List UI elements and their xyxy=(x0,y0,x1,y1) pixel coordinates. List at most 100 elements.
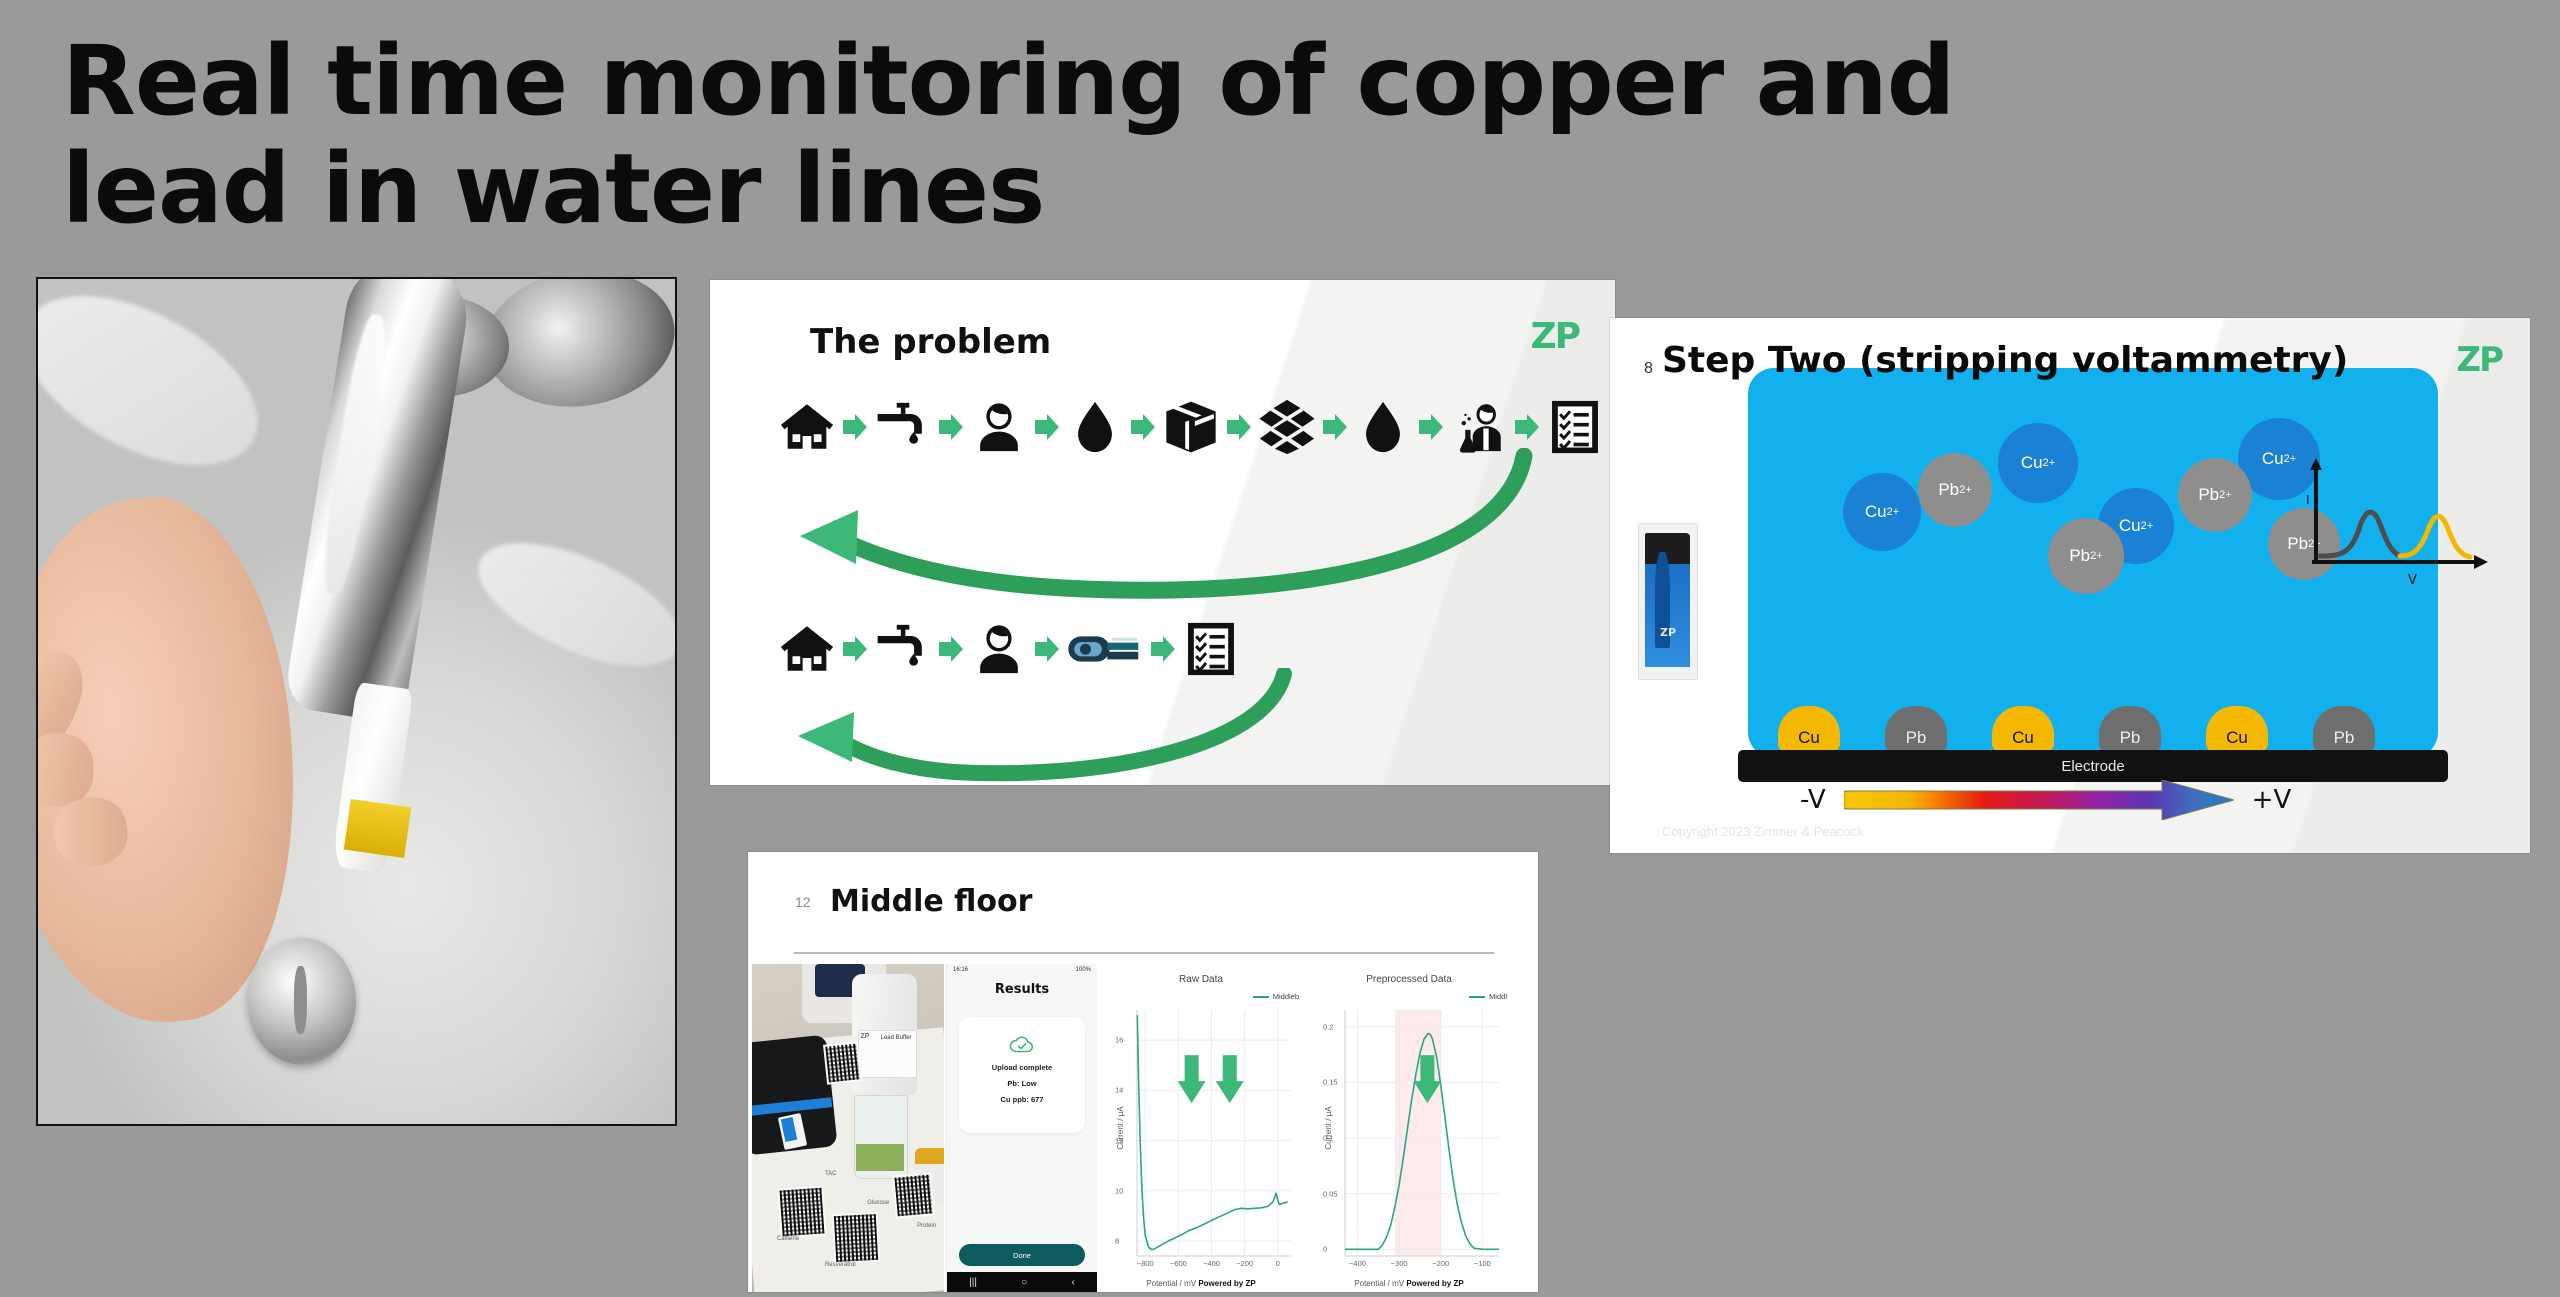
x-axis-label: V xyxy=(2408,573,2417,588)
flow-arrow-icon xyxy=(1151,636,1175,662)
done-button[interactable]: Done xyxy=(959,1244,1085,1266)
x-tick: −400 xyxy=(1203,1259,1220,1268)
feedback-arrow-row-2 xyxy=(798,668,1292,782)
flow-arrow-icon xyxy=(1131,414,1155,440)
status-battery: 100% xyxy=(1075,967,1091,973)
qr-label: Protein xyxy=(917,1223,937,1230)
slide-title: The problem xyxy=(810,322,1052,362)
y-tick: 12 xyxy=(1115,1136,1124,1146)
x-tick: −300 xyxy=(1390,1259,1408,1268)
zp-logo-icon: ZP xyxy=(860,1032,870,1040)
y-tick: 16 xyxy=(1115,1035,1124,1045)
chart-title: Preprocessed Data xyxy=(1366,974,1452,985)
qr-label: TAC xyxy=(824,1170,837,1177)
checklist-icon xyxy=(1182,620,1240,678)
annotation-down-arrow xyxy=(1215,1055,1244,1104)
ion-pb: Pb 2+ xyxy=(2048,518,2124,594)
result-copper-value: Cu ppb: 677 xyxy=(1000,1095,1044,1104)
y-tick: 0.1 xyxy=(1323,1133,1334,1143)
deposit-cu: Cu xyxy=(2206,706,2268,752)
beaker-liquid xyxy=(855,1144,904,1171)
ion-pb: Pb 2+ xyxy=(1918,453,1992,527)
voltage-left-label: -V xyxy=(1800,785,1826,815)
sensor-strip-image: ZP xyxy=(1638,523,1698,680)
phone-status-bar: 16:16 100% xyxy=(947,964,1097,976)
strip-electrode-track xyxy=(1655,551,1671,648)
result-lead-value: Pb: Low xyxy=(1007,1079,1037,1088)
recents-icon[interactable]: ||| xyxy=(969,1276,977,1288)
bottle-label-text: Lead Buffer xyxy=(880,1034,912,1041)
status-time: 16:16 xyxy=(953,967,969,973)
y-tick: 10 xyxy=(1115,1186,1124,1196)
deposit-cu: Cu xyxy=(1992,706,2054,752)
lab-scientist-icon xyxy=(1450,398,1508,456)
closed-box-icon xyxy=(1162,398,1220,456)
flow-arrow-icon xyxy=(843,636,867,662)
slide-number: 12 xyxy=(795,894,811,910)
x-axis-label: Potential / mV Powered by ZP xyxy=(1354,1279,1464,1288)
chart-title: Raw Data xyxy=(1179,974,1223,985)
x-tick: −200 xyxy=(1236,1259,1254,1268)
water-drop-icon xyxy=(1066,398,1124,456)
zp-logo-icon: ZP xyxy=(1659,626,1677,640)
qr-code xyxy=(777,1185,827,1239)
annotation-down-arrow xyxy=(1177,1055,1206,1104)
ion-cu: Cu 2+ xyxy=(2238,418,2320,500)
feedback-arrow-row-1 xyxy=(800,448,1533,599)
y-tick: 0.2 xyxy=(1323,1022,1334,1032)
faucet-icon xyxy=(874,620,932,678)
sink-drain-plug xyxy=(248,938,357,1065)
zp-logo-icon: ZP xyxy=(2456,340,2504,380)
annotation-down-arrow xyxy=(1413,1055,1442,1104)
house-icon xyxy=(778,398,836,456)
problem-flow-row-2 xyxy=(778,620,1240,678)
problem-flow-row-1 xyxy=(778,398,1604,456)
x-tick: −100 xyxy=(1473,1259,1491,1268)
flow-arrow-icon xyxy=(1419,414,1443,440)
qr-label: Caffeine xyxy=(776,1236,800,1243)
slide-content: ZP Lead Buffer Caffeine TAC Glucose Resv… xyxy=(752,964,1534,1292)
y-tick: 14 xyxy=(1115,1085,1124,1095)
qr-code xyxy=(822,1041,862,1085)
ion-cu: Cu 2+ xyxy=(1998,423,2078,503)
slide-the-problem[interactable]: The problem ZP xyxy=(710,280,1615,785)
y-tick: 0 xyxy=(1323,1244,1328,1254)
qr-code xyxy=(831,1212,881,1265)
ion-pb: Pb 2+ xyxy=(2178,458,2252,532)
voltage-sweep-arrow: -V +V xyxy=(1800,780,2320,820)
qr-code xyxy=(892,1172,935,1219)
deposit-cu: Cu xyxy=(1778,706,1840,752)
slide-number: 8 xyxy=(1644,360,1653,377)
sample-vial-label xyxy=(343,798,411,858)
x-tick: −400 xyxy=(1349,1259,1366,1268)
home-icon[interactable]: ○ xyxy=(1021,1276,1028,1288)
flow-arrow-icon xyxy=(1035,414,1059,440)
x-tick: −600 xyxy=(1169,1259,1187,1268)
water-drop-icon xyxy=(1354,398,1412,456)
slide-middle-floor[interactable]: 12 Middle floor ZP Lead Buffer Caffeine xyxy=(748,852,1538,1292)
sample-jar-lid xyxy=(915,1147,944,1165)
y-tick: 0.05 xyxy=(1323,1189,1338,1199)
zp-logo-icon: ZP xyxy=(1530,316,1581,357)
sensor-device-icon xyxy=(1066,620,1144,678)
checklist-icon xyxy=(1546,398,1604,456)
upload-status-text: Upload complete xyxy=(991,1063,1053,1072)
finger xyxy=(38,731,96,808)
page-title-line-2: lead in water lines xyxy=(62,132,1045,245)
x-axis-label: Potential / mV Powered by ZP xyxy=(1146,1279,1256,1288)
slide-step-two[interactable]: 8 Step Two (stripping voltammetry) ZP Cu… xyxy=(1610,318,2530,853)
phone-nav-bar[interactable]: ||| ○ ‹ xyxy=(947,1272,1097,1292)
ion-cu: Cu 2+ xyxy=(1843,473,1921,551)
back-icon[interactable]: ‹ xyxy=(1071,1276,1075,1288)
chart-legend: Middl xyxy=(1469,992,1507,1001)
person-icon xyxy=(970,620,1028,678)
qr-label: Glucose xyxy=(867,1200,890,1207)
chart-legend: Middleb xyxy=(1252,992,1299,1001)
phone-mockup[interactable]: 16:16 100% Results Upload complete Pb: L… xyxy=(946,964,1097,1292)
bottle-label xyxy=(857,1029,918,1078)
qr-label: Resveratrol xyxy=(824,1262,856,1269)
electrode-bar: Electrode xyxy=(1738,750,2448,782)
results-card: Upload complete Pb: Low Cu ppb: 677 xyxy=(959,1017,1085,1133)
